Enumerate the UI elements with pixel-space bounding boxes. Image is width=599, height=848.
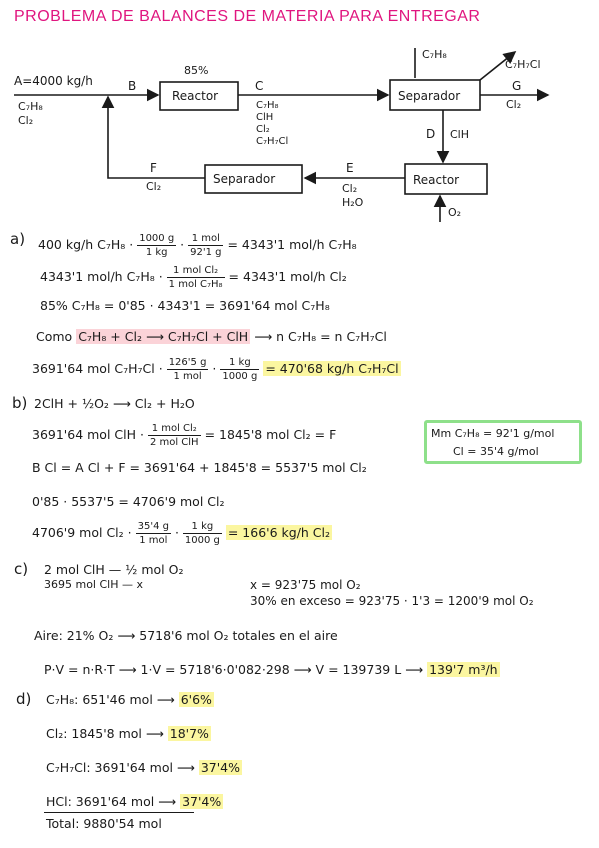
part-a-line-3: 85% C₇H₈ = 0'85 · 4343'1 = 3691'64 mol C… — [40, 298, 330, 313]
stream-e-label: E — [346, 161, 354, 175]
o2-label: O₂ — [448, 206, 461, 219]
reactor2-label: Reactor — [413, 173, 459, 187]
separator2-label: Separador — [213, 172, 275, 186]
conversion-label: 85% — [184, 64, 208, 77]
part-d-row-2: C₇H₇Cl: 3691'64 mol ⟶ 37'4% — [46, 760, 243, 775]
part-d-row-3: HCl: 3691'64 mol ⟶ 37'4% — [46, 794, 224, 809]
separator1-box — [389, 79, 481, 111]
total-divider — [44, 812, 194, 813]
stream-a-label: A=4000 kg/h — [14, 74, 93, 88]
part-c-label: c) — [14, 560, 29, 578]
part-d-row-0: C₇H₈: 651'46 mol ⟶ 6'6% — [46, 692, 214, 707]
part-d-row-1: Cl₂: 1845'8 mol ⟶ 18'7% — [46, 726, 211, 741]
stream-e-comp1: Cl₂ — [342, 182, 357, 195]
part-d-label: d) — [16, 690, 32, 708]
stream-f-comp: Cl₂ — [146, 180, 161, 193]
part-a-label: a) — [10, 230, 26, 248]
stream-a-comp2: Cl₂ — [18, 114, 33, 127]
page-title: PROBLEMA DE BALANCES DE MATERIA PARA ENT… — [14, 8, 481, 25]
sep1-out-label: C₇H₇Cl — [505, 58, 541, 71]
part-c-line-3: x = 923'75 mol O₂ — [250, 578, 361, 592]
part-c-line-6: P·V = n·R·T ⟶ 1·V = 5718'6·0'082·298 ⟶ V… — [44, 662, 500, 677]
stream-f-line — [101, 95, 205, 179]
part-d-total: Total: 9880'54 mol — [46, 816, 162, 831]
part-b-line-4: 0'85 · 5537'5 = 4706'9 mol Cl₂ — [32, 494, 225, 509]
stream-g-label: G — [512, 79, 521, 93]
part-b-label: b) — [12, 394, 28, 412]
stream-d-label: D — [426, 127, 435, 141]
part-b-line-1: 2ClH + ½O₂ ⟶ Cl₂ + H₂O — [34, 396, 195, 411]
stream-e-comp2: H₂O — [342, 196, 364, 209]
separator2-box — [204, 164, 303, 194]
part-c-line-5: Aire: 21% O₂ ⟶ 5718'6 mol O₂ totales en … — [34, 628, 338, 643]
stream-c-comp-2: Cl₂ — [256, 124, 270, 135]
part-c-line-1: 2 mol ClH — ½ mol O₂ — [44, 562, 184, 577]
part-b-line-3: B Cl = A Cl + F = 3691'64 + 1845'8 = 553… — [32, 460, 367, 475]
stream-d-comp: ClH — [450, 128, 469, 141]
reactor1-box — [159, 81, 239, 111]
part-c-line-4: 30% en exceso = 923'75 · 1'3 = 1200'9 mo… — [250, 594, 534, 608]
separator1-label: Separador — [398, 89, 460, 103]
stream-a-comp1: C₇H₈ — [18, 100, 43, 113]
part-a-line-4: Como C₇H₈ + Cl₂ ⟶ C₇H₇Cl + ClH ⟶ n C₇H₈ … — [36, 329, 387, 344]
stream-c-comp-0: C₇H₈ — [256, 100, 279, 111]
stream-c-comp-3: C₇H₇Cl — [256, 136, 288, 147]
sep1-diag-line — [479, 51, 517, 81]
reactor2-box — [404, 163, 488, 195]
part-c-line-2: 3695 mol ClH — x — [44, 578, 143, 591]
stream-g-comp: Cl₂ — [506, 98, 521, 111]
reactor1-label: Reactor — [172, 89, 218, 103]
process-diagram: A=4000 kg/h C₇H₈ Cl₂ B 85% Reactor C C₇H… — [14, 48, 550, 222]
stream-c-label: C — [255, 79, 263, 93]
sep1-top-label: C₇H₈ — [422, 48, 447, 61]
stream-c-comp-1: ClH — [256, 112, 273, 123]
molar-mass-box: Mm C₇H₈ = 92'1 g/mol Cl = 35'4 g/mol — [424, 420, 582, 464]
stream-b-label: B — [128, 79, 136, 93]
stream-f-label: F — [150, 161, 157, 175]
